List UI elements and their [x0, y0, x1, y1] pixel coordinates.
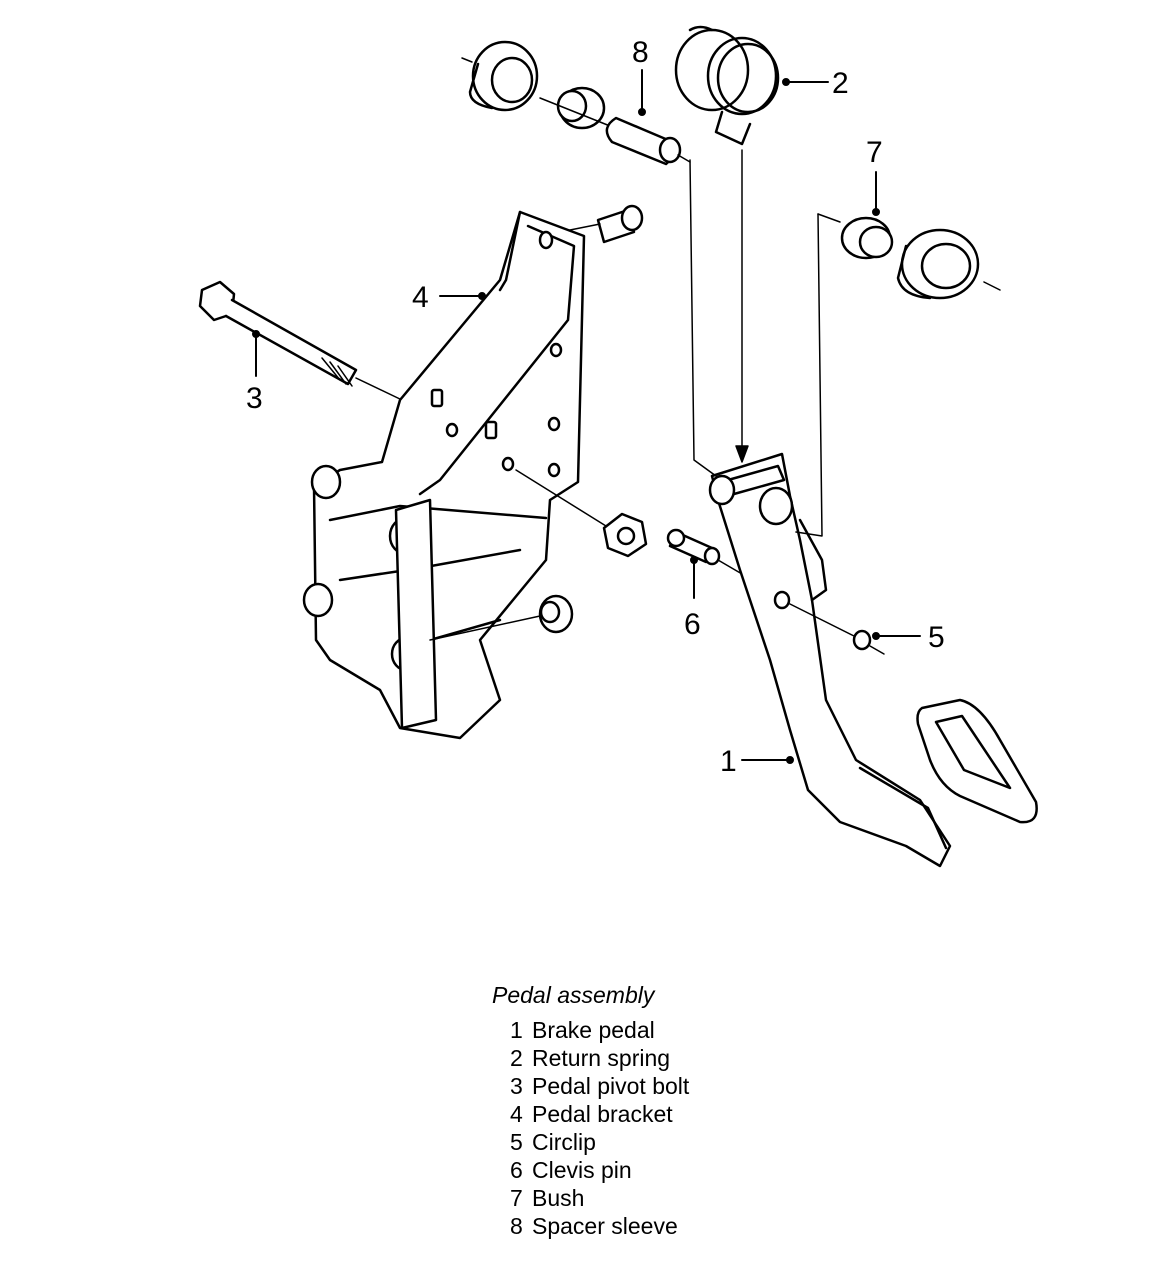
leader-lines: [252, 69, 921, 764]
pedal-bracket: [302, 210, 586, 740]
assembly-guide-lines: [689, 149, 823, 537]
bush-right: [817, 213, 1001, 300]
callout-5: 5: [928, 621, 945, 654]
bracket-lower-bush: [429, 594, 574, 641]
callout-3: 3: [246, 382, 263, 415]
pedal-pivot-bolt: [198, 280, 403, 401]
bracket-nut: [515, 469, 648, 558]
clevis-pin: [666, 528, 743, 575]
callout-1: 1: [720, 745, 737, 778]
callout-2: 2: [832, 67, 849, 100]
caption-title: Pedal assembly: [492, 982, 655, 1008]
bush-left: [461, 40, 539, 112]
callout-8: 8: [632, 36, 649, 69]
callout-6: 6: [684, 608, 701, 641]
circlip: [789, 603, 885, 655]
return-spring: [674, 25, 780, 146]
callout-4: 4: [412, 281, 429, 314]
pedal-pad: [916, 698, 1038, 824]
bush-small: [539, 86, 611, 130]
callout-7: 7: [866, 136, 883, 169]
brake-pedal: [708, 452, 952, 868]
spacer-sleeve: [605, 116, 691, 166]
pedal-assembly-diagram: 1 2 3 4 5 6 7 8: [198, 25, 1038, 868]
